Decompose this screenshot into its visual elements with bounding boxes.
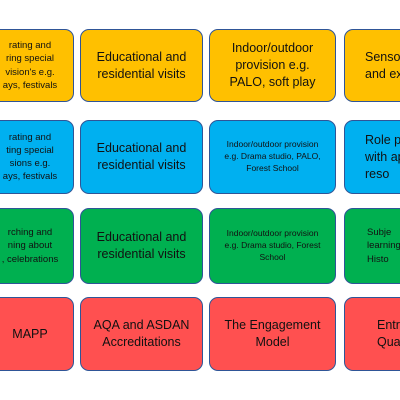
row4-col2-box: AQA and ASDAN Accreditations (80, 297, 203, 371)
row3-col1-box: rching and ning about , celebrations (0, 208, 74, 284)
row2-col3-text: Indoor/outdoor provision e.g. Drama stud… (224, 139, 321, 173)
row1-col4-text: Senso and ex (365, 49, 400, 81)
row4-col1-text: MAPP (12, 326, 48, 341)
row4-col1-box: MAPP (0, 297, 74, 371)
row3-col4-text: Subje learning Histo (367, 227, 400, 265)
row2-col2-text: Educational and residential visits (96, 141, 187, 172)
row2-col1-box: rating and ting special sions e.g. ays, … (0, 120, 74, 194)
row3-col1-text: rching and ning about , celebrations (1, 227, 59, 265)
row1-col1-box: rating and ring special vision's e.g. ay… (0, 29, 74, 102)
row4-col3-box: The Engagement Model (209, 297, 336, 371)
row3-col3-box: Indoor/outdoor provision e.g. Drama stud… (209, 208, 336, 284)
row1-col3-box: Indoor/outdoor provision e.g. PALO, soft… (209, 29, 336, 102)
row3-col3-text: Indoor/outdoor provision e.g. Drama stud… (224, 228, 321, 262)
row3-col4-box: Subje learning Histo (344, 208, 400, 284)
row1-col2-text: Educational and residential visits (96, 49, 187, 81)
row2-col3-box: Indoor/outdoor provision e.g. Drama stud… (209, 120, 336, 194)
row4-col2-text: AQA and ASDAN Accreditations (93, 318, 190, 349)
row3-col2-box: Educational and residential visits (80, 208, 203, 284)
row4-col4-text: Entr Quali (377, 318, 400, 349)
row1-col3-text: Indoor/outdoor provision e.g. PALO, soft… (229, 41, 316, 89)
row3-col2-text: Educational and residential visits (96, 230, 187, 261)
row1-col2-box: Educational and residential visits (80, 29, 203, 102)
row1-col4-box: Senso and ex (344, 29, 400, 102)
row2-col1-text: rating and ting special sions e.g. ays, … (2, 131, 58, 183)
row2-col4-box: Role p with ap reso (344, 120, 400, 194)
row4-col4-box: Entr Quali (344, 297, 400, 371)
row4-col3-text: The Engagement Model (224, 318, 321, 349)
row2-col4-text: Role p with ap reso (365, 132, 400, 181)
row2-col2-box: Educational and residential visits (80, 120, 203, 194)
row1-col1-text: rating and ring special vision's e.g. ay… (2, 40, 58, 91)
